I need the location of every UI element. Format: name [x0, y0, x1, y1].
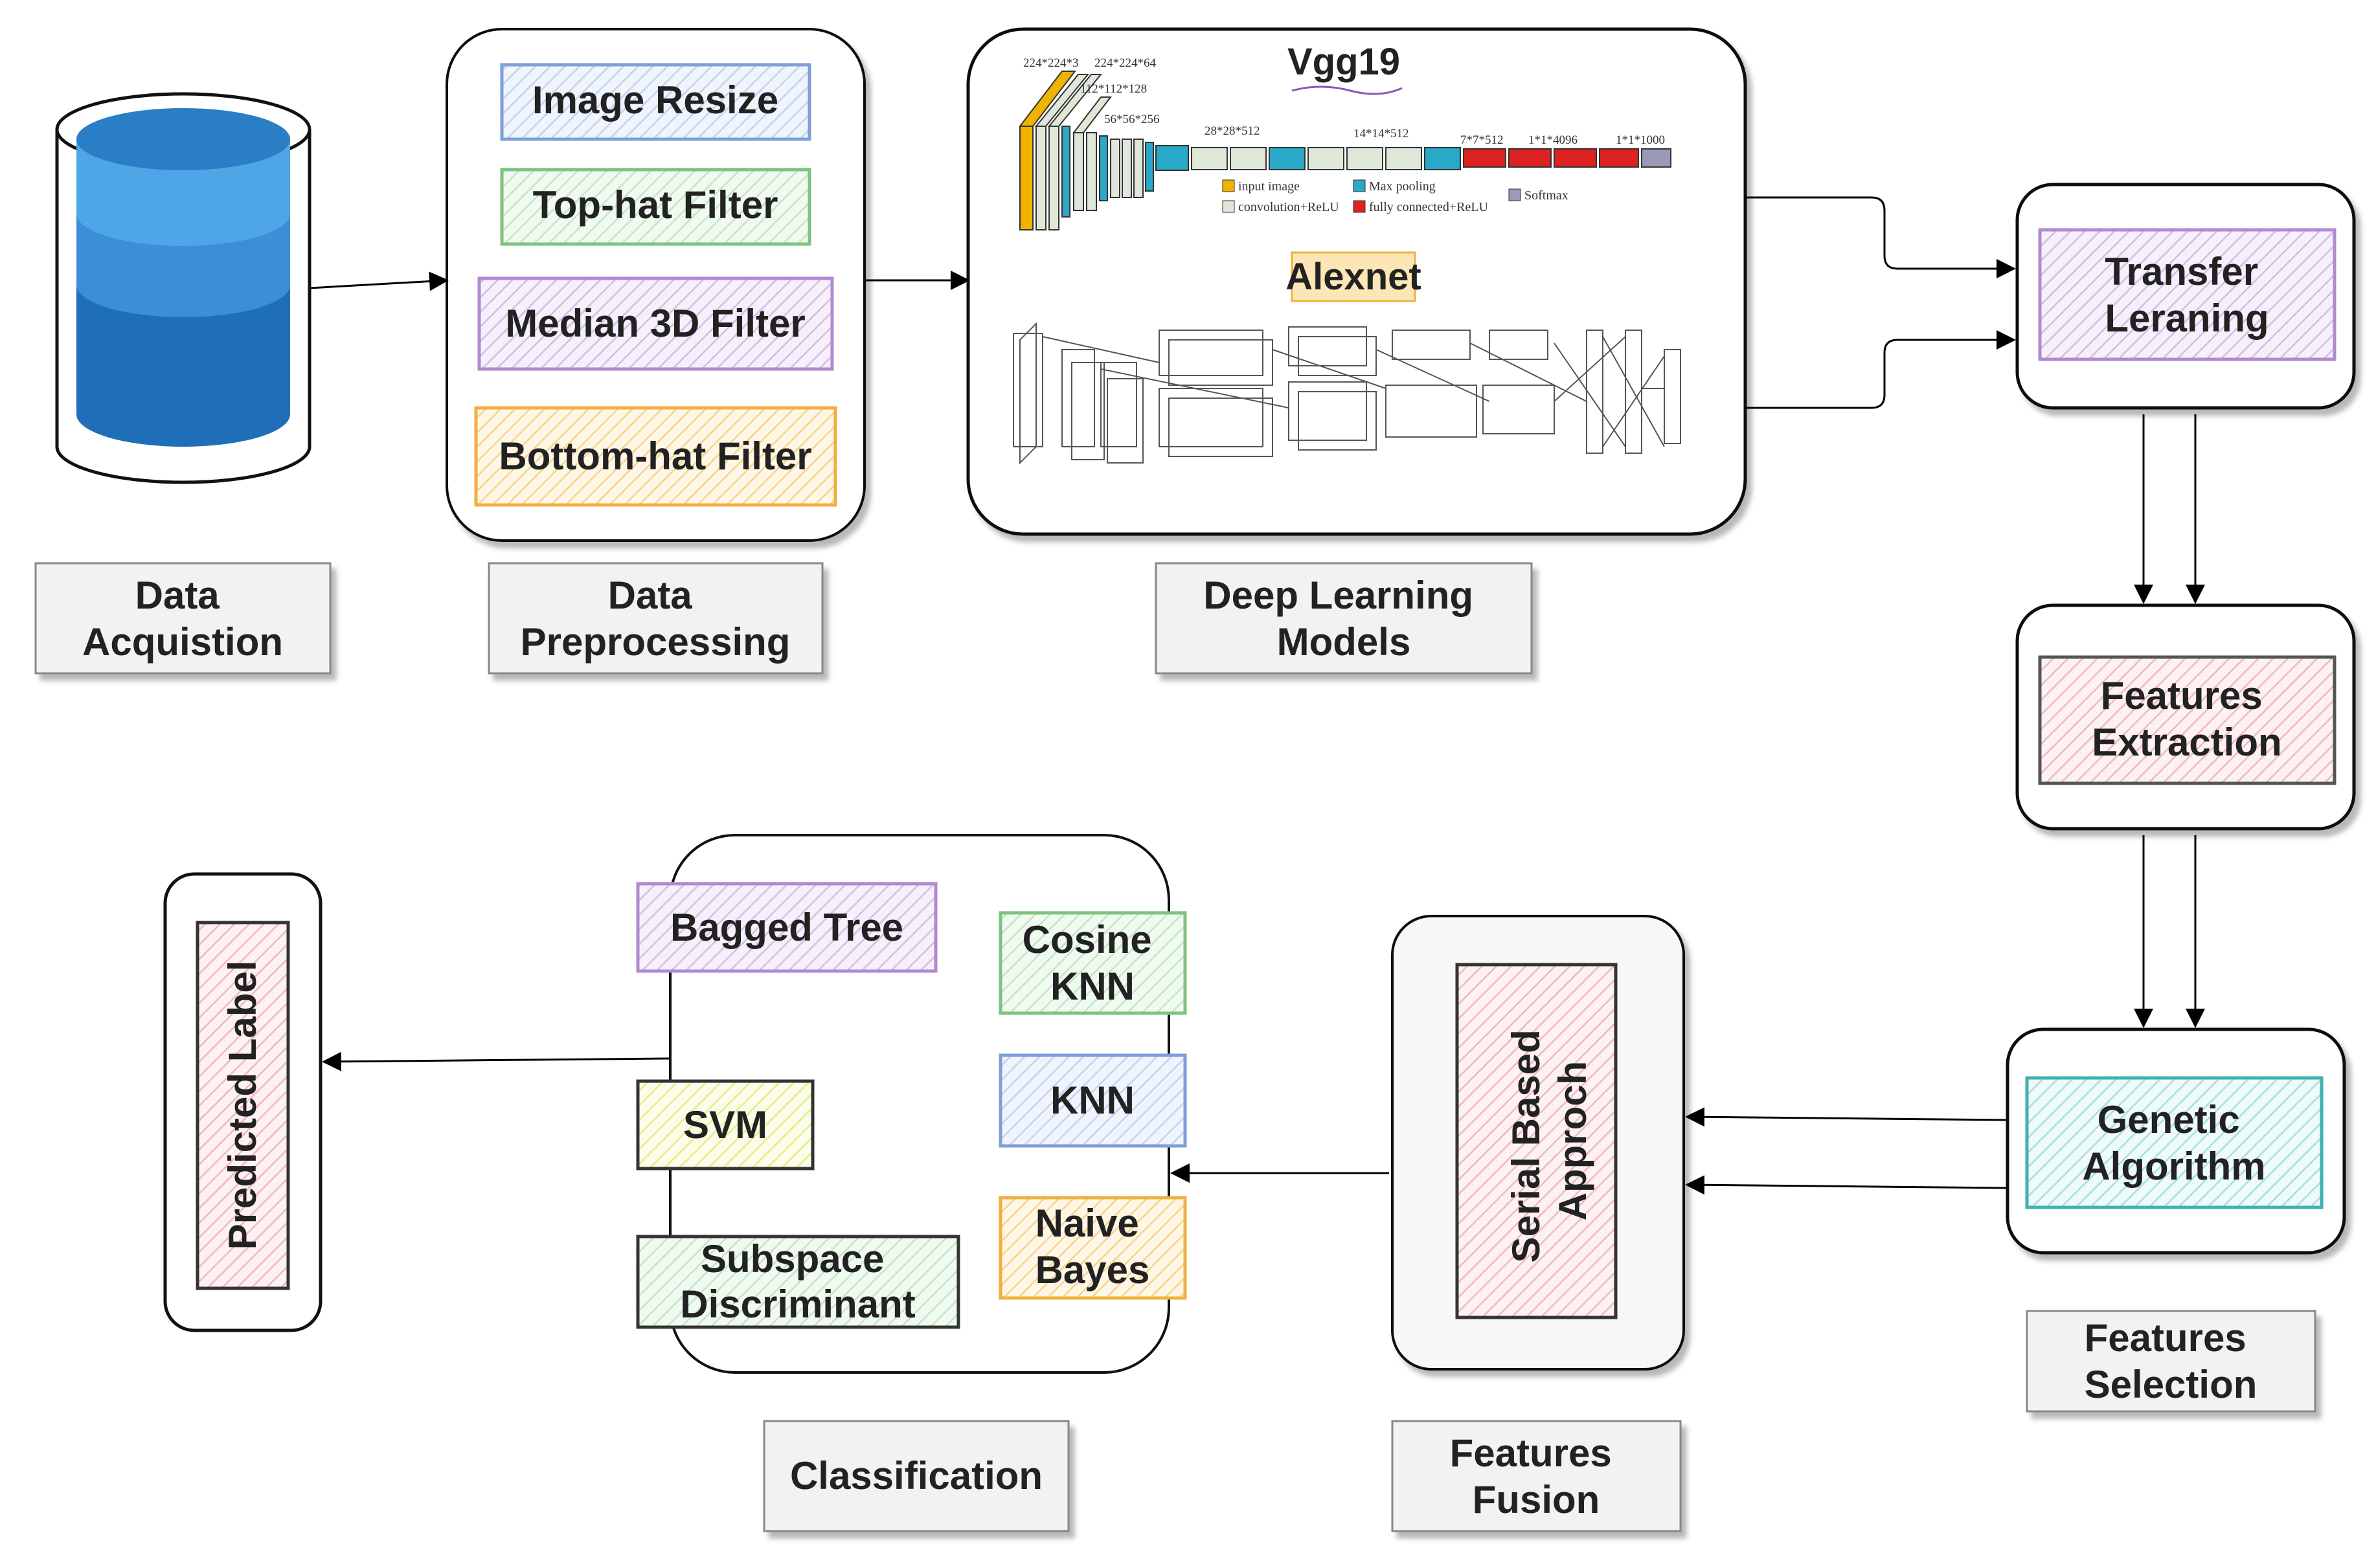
- stage-text: Classification: [790, 1454, 1043, 1497]
- alexnet-diagram: Alexnet: [1013, 251, 1681, 465]
- classifier-label: Bagged Tree: [670, 906, 903, 949]
- transfer-learning-box: [2038, 228, 2336, 361]
- database-icon: [55, 92, 311, 484]
- features-extraction-label: Features Extraction: [2092, 674, 2281, 764]
- classifier-label: SVM: [683, 1103, 767, 1147]
- sel-line-2: Selection: [2085, 1363, 2257, 1406]
- predicted-label-box: [196, 921, 290, 1290]
- classifier-label: Subspace Discriminant: [680, 1237, 915, 1326]
- arrow-ga-to-fusion-2: [1685, 1175, 2008, 1195]
- vgg-legend: input image Max pooling convolution+ReLU…: [1222, 179, 1568, 214]
- stage-label-deep-learning: Deep Learning Models: [1155, 562, 1533, 675]
- stage-label-classification: Classification: [763, 1420, 1070, 1532]
- preprocess-step-label: Bottom-hat Filter: [499, 434, 811, 478]
- arrow-acq-to-pre: [309, 271, 449, 291]
- subspace-line-2: Discriminant: [680, 1282, 915, 1326]
- legend-label: input image: [1238, 179, 1300, 194]
- classifier-svm: SVM: [636, 1079, 815, 1170]
- legend-label: Softmax: [1524, 188, 1568, 203]
- stage-text: Data Acquistion: [82, 574, 283, 664]
- classifier-knn: KNN: [999, 1053, 1187, 1148]
- serial-based-label: Serial Based Approch: [1504, 1019, 1594, 1263]
- genetic-algorithm-line-2: Algorithm: [2082, 1145, 2265, 1188]
- genetic-algorithm-line-1: Genetic: [2098, 1098, 2240, 1141]
- transfer-learning-line-1: Transfer: [2105, 250, 2258, 293]
- arrow-ga-to-fusion-1: [1685, 1107, 2008, 1127]
- vgg-dim: 28*28*512: [1205, 124, 1260, 138]
- genetic-algorithm-box: [2025, 1076, 2324, 1209]
- transfer-learning-label: Transfer Leraning: [2105, 250, 2269, 340]
- preprocess-step-label: Median 3D Filter: [505, 302, 805, 345]
- preprocess-step-label: Image Resize: [532, 78, 778, 122]
- vgg-dim: 7*7*512: [1460, 133, 1504, 147]
- preprocess-step-label: Top-hat Filter: [533, 183, 778, 227]
- vgg-dim: 112*112*128: [1080, 82, 1147, 96]
- predicted-label-text: Predicted Label: [221, 961, 264, 1250]
- stage-label-selection: Features Selection: [2026, 1310, 2316, 1413]
- features-extraction-line-1: Features: [2101, 674, 2263, 717]
- vgg-dim: 1*1*4096: [1528, 133, 1578, 147]
- pre-line-1: Data: [608, 574, 693, 617]
- acq-line-2: Acquistion: [82, 620, 283, 664]
- classifier-naive-bayes: Naive Bayes: [999, 1196, 1187, 1300]
- dl-line-2: Models: [1277, 620, 1411, 664]
- subspace-line-1: Subspace: [701, 1237, 884, 1281]
- sel-line-1: Features: [2085, 1316, 2246, 1360]
- serial-based-box: [1455, 963, 1618, 1319]
- preprocess-step-bottom-hat: Bottom-hat Filter: [474, 406, 837, 507]
- vgg-dim: 14*14*512: [1353, 127, 1409, 140]
- stage-text: Deep Learning Models: [1203, 574, 1484, 664]
- preprocess-step-image-resize: Image Resize: [500, 63, 811, 141]
- serial-based-line-2: Approch: [1551, 1061, 1594, 1221]
- arrow-class-to-pred: [322, 1051, 671, 1071]
- transfer-learning-line-2: Leraning: [2105, 297, 2269, 340]
- preprocess-step-top-hat: Top-hat Filter: [500, 168, 811, 246]
- features-extraction-line-2: Extraction: [2092, 721, 2281, 764]
- stage-label-acquisition: Data Acquistion: [34, 562, 332, 675]
- connectors: [309, 196, 2205, 1195]
- legend-label: fully connected+ReLU: [1369, 200, 1489, 214]
- vgg19-diagram: Vgg19: [1019, 41, 1671, 230]
- cosine-knn-line-2: KNN: [1050, 965, 1135, 1008]
- vgg-dim: 1*1*1000: [1616, 133, 1665, 147]
- vgg-dim: 224*224*64: [1094, 56, 1157, 70]
- stage-text: Features Selection: [2085, 1316, 2257, 1406]
- legend-label: Max pooling: [1369, 179, 1436, 194]
- vgg-dim: 56*56*256: [1104, 113, 1160, 126]
- cosine-knn-line-1: Cosine: [1023, 918, 1152, 961]
- vgg-dim: 224*224*3: [1023, 56, 1079, 70]
- classifier-label: Cosine KNN: [1023, 918, 1163, 1008]
- naive-bayes-line-2: Bayes: [1035, 1248, 1150, 1292]
- vgg19-title: Vgg19: [1287, 41, 1400, 83]
- alexnet-title: Alexnet: [1285, 256, 1421, 298]
- classifier-subspace-discriminant: Subspace Discriminant: [636, 1235, 960, 1329]
- features-extraction-box: [2038, 655, 2336, 785]
- serial-based-line-1: Serial Based: [1504, 1029, 1548, 1262]
- stage-text: Data Preprocessing: [521, 574, 791, 664]
- preprocess-step-median-3d: Median 3D Filter: [477, 276, 834, 371]
- arrow-dl-to-tl-2: [1745, 330, 2016, 409]
- classifier-label: KNN: [1050, 1079, 1135, 1122]
- stage-label-preprocessing: Data Preprocessing: [488, 562, 824, 675]
- acq-line-1: Data: [135, 574, 220, 617]
- dl-line-1: Deep Learning: [1203, 574, 1473, 617]
- naive-bayes-line-1: Naive: [1035, 1202, 1139, 1245]
- stage-text: Features Fusion: [1450, 1431, 1623, 1521]
- fus-line-1: Features: [1450, 1431, 1612, 1475]
- pre-line-2: Preprocessing: [521, 620, 791, 664]
- vgg-conv-blocks: [1034, 74, 1671, 230]
- classifier-label: Naive Bayes: [1035, 1202, 1150, 1292]
- genetic-algorithm-label: Genetic Algorithm: [2082, 1098, 2265, 1188]
- classifier-cosine-knn: Cosine KNN: [999, 911, 1187, 1015]
- stage-label-fusion: Features Fusion: [1391, 1420, 1682, 1532]
- arrow-dl-to-tl-1: [1745, 196, 2016, 278]
- fus-line-2: Fusion: [1473, 1478, 1600, 1521]
- legend-label: convolution+ReLU: [1238, 200, 1339, 214]
- classifier-bagged-tree: Bagged Tree: [636, 882, 938, 973]
- vgg-dimension-labels: 224*224*3 224*224*64 112*112*128 56*56*2…: [1023, 56, 1665, 147]
